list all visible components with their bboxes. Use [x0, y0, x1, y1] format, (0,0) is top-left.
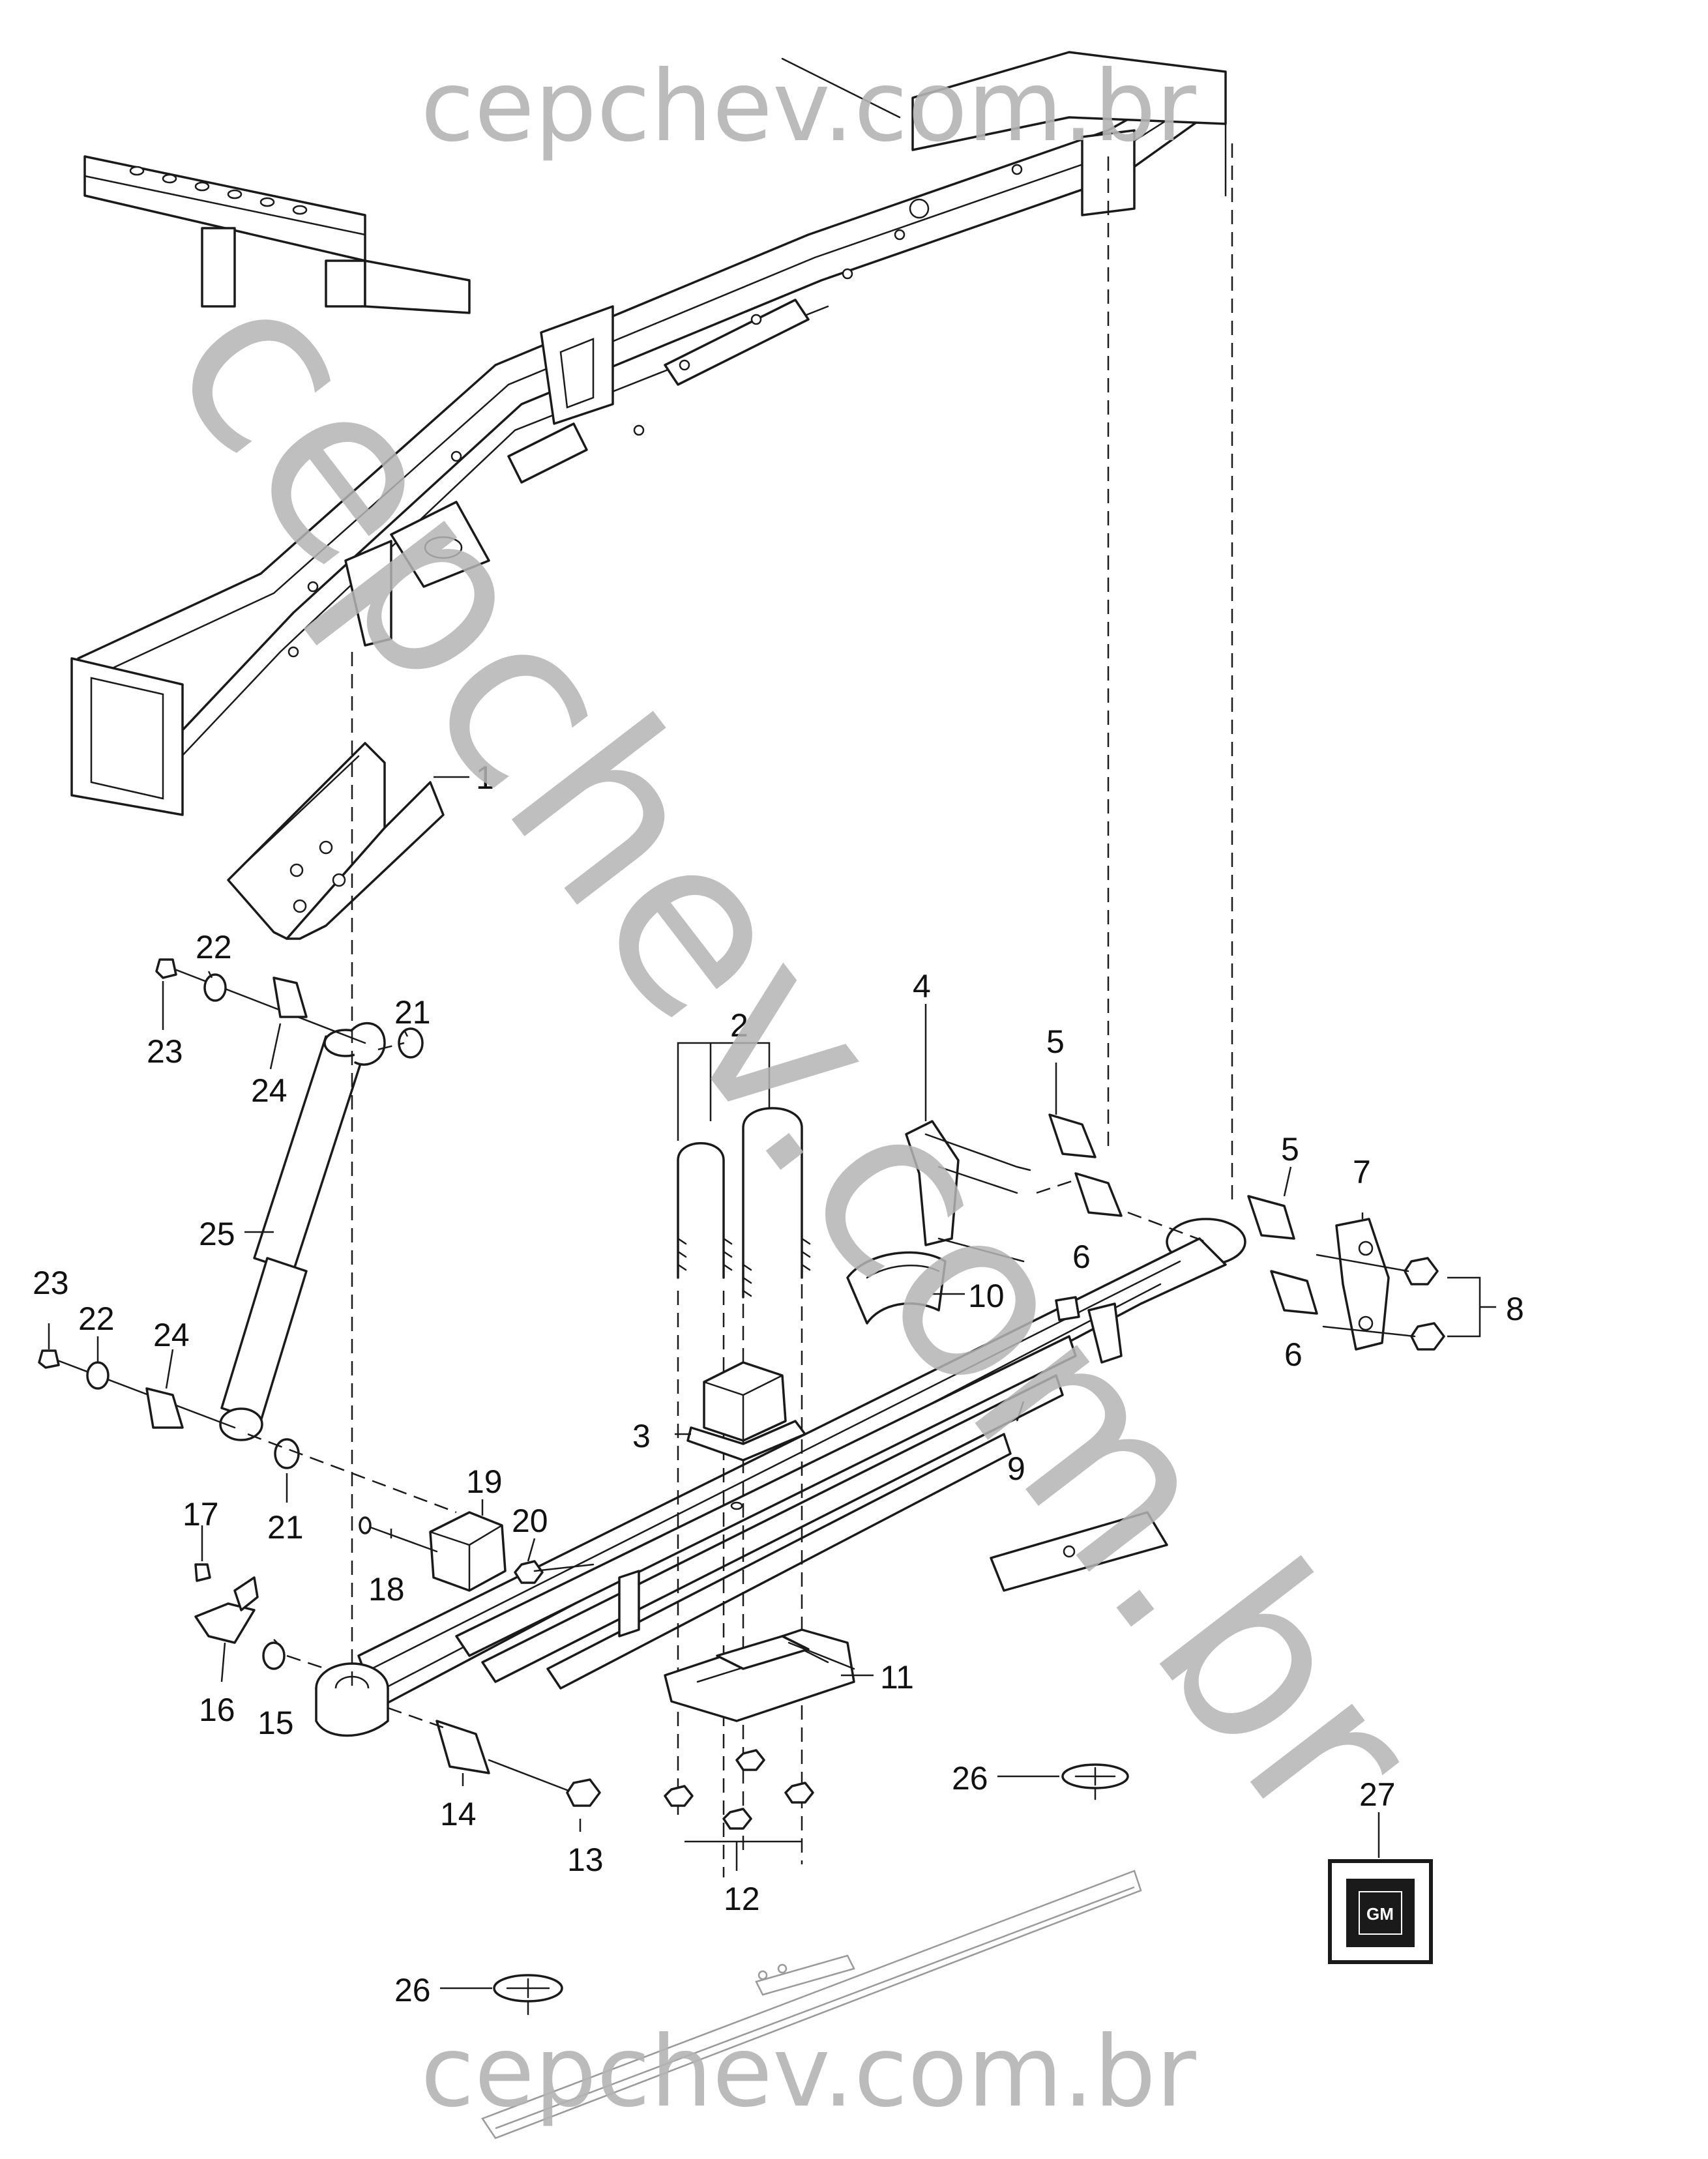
- axle-bumper-bracket: [359, 1511, 595, 1592]
- callout-7: 7: [1353, 1154, 1371, 1190]
- spring-insulator-pad: [990, 1511, 1168, 1592]
- leaf-pad-upper: [1061, 1763, 1129, 1800]
- callout-22-upper: 22: [196, 929, 232, 965]
- jounce-bumper: [686, 1361, 806, 1461]
- callout-2: 2: [730, 1007, 748, 1044]
- callout-17: 17: [183, 1496, 219, 1533]
- callout-13: 13: [567, 1842, 604, 1878]
- watermark-bottom: cepchev.com.br: [420, 2016, 1196, 2129]
- frame-rail: [70, 51, 1227, 816]
- callout-25: 25: [199, 1216, 235, 1252]
- leaf-spring: [315, 1237, 1227, 1737]
- auxiliary-leaf-spring: [481, 1870, 1142, 2139]
- upper-shock-hardware: [155, 958, 424, 1059]
- front-spring-hanger-bracket: [227, 742, 445, 940]
- spring-eye-hardware: [194, 1563, 601, 1807]
- callout-14: 14: [440, 1796, 477, 1832]
- callout-4: 4: [913, 968, 931, 1005]
- callout-24-lower: 24: [153, 1317, 190, 1353]
- callout-19: 19: [466, 1463, 503, 1500]
- callout-23-upper: 23: [147, 1033, 183, 1070]
- watermark-top: cepchev.com.br: [420, 50, 1196, 164]
- callout-23-lower: 23: [33, 1265, 69, 1301]
- callout-9: 9: [1007, 1450, 1025, 1487]
- callout-26-lower: 26: [394, 1972, 431, 2008]
- callout-20: 20: [512, 1503, 548, 1539]
- callout-27: 27: [1359, 1776, 1396, 1813]
- callout-11: 11: [880, 1659, 914, 1696]
- shock-absorber: [219, 1022, 386, 1441]
- callout-12: 12: [724, 1881, 760, 1917]
- callout-3: 3: [632, 1418, 651, 1454]
- callout-15: 15: [258, 1705, 294, 1741]
- callout-18: 18: [368, 1571, 405, 1608]
- callout-5-upper: 5: [1046, 1023, 1065, 1060]
- callout-8: 8: [1506, 1291, 1524, 1327]
- callout-numbers: 1 2 3 4 5 5 6 6 7 8 9 10 11 12 13 14 15 …: [33, 759, 1524, 2008]
- u-bolt-nuts: [664, 1749, 814, 1830]
- spring-spacer: [846, 1251, 947, 1325]
- shackle-assembly: [905, 1113, 1445, 1351]
- alignment-lines: [351, 143, 1233, 1688]
- callout-6-mid: 6: [1072, 1239, 1091, 1275]
- callout-16: 16: [199, 1692, 235, 1728]
- gm-reference-badge: GM: [1328, 1859, 1433, 1964]
- callout-22-lower: 22: [78, 1300, 115, 1337]
- callout-24-upper: 24: [251, 1072, 287, 1109]
- callout-leaders: [48, 776, 1496, 1990]
- gm-badge-text: GM: [1366, 1904, 1394, 1924]
- spring-anchor-plate: [664, 1628, 855, 1722]
- callout-6-right: 6: [1284, 1336, 1303, 1373]
- callout-21-upper: 21: [394, 994, 431, 1031]
- leaf-pad-lower: [493, 1974, 563, 2016]
- callout-21-lower: 21: [267, 1509, 304, 1546]
- callout-26-upper: 26: [952, 1760, 988, 1797]
- callout-10: 10: [968, 1278, 1005, 1314]
- callout-5-right: 5: [1281, 1131, 1299, 1168]
- callout-1: 1: [476, 759, 494, 796]
